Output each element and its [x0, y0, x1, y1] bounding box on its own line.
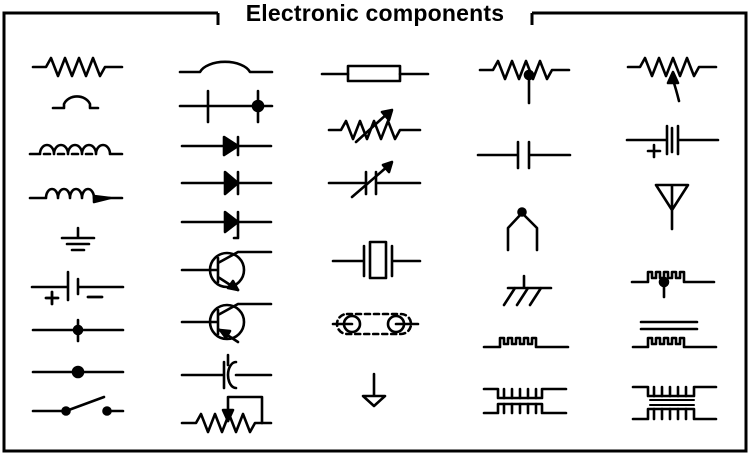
- resistor-symbol: [31, 56, 124, 78]
- transformer-iron-symbol: [631, 385, 718, 421]
- diode-zener-symbol: [180, 210, 273, 240]
- arrow-ground-symbol: [361, 372, 387, 408]
- capacitor-polarized-symbol: [625, 124, 720, 159]
- battery-symbol: [30, 270, 125, 306]
- quartz-crystal-symbol: [331, 240, 422, 280]
- rheostat-symbol: [180, 395, 273, 434]
- fuse-symbol: [51, 95, 100, 110]
- page-title: Electronic components: [222, 0, 528, 28]
- diode-symbol: [180, 135, 273, 157]
- switch-spst-symbol: [31, 395, 125, 416]
- antenna-symbol: [654, 183, 690, 231]
- junction-symbol: [31, 318, 125, 343]
- inductor-coil-symbol: [482, 336, 570, 349]
- crossing-junction-symbol: [178, 89, 274, 124]
- inductor-symbol: [28, 143, 124, 156]
- switch-open-symbol: [178, 60, 274, 74]
- transistor-npn-symbol: [180, 250, 273, 292]
- capacitor-symbol: [476, 140, 572, 170]
- transistor-pnp-symbol: [180, 302, 273, 344]
- outer-frame: [2, 11, 748, 453]
- diode-alt-symbol: [180, 170, 273, 196]
- variable-resistor-dot-symbol: [478, 59, 571, 105]
- junction-dot-symbol: [31, 365, 125, 379]
- ground-symbol: [60, 226, 96, 252]
- fork-terminal-symbol: [506, 207, 539, 252]
- relay-reed-symbol: [331, 312, 420, 336]
- trimmer-capacitor-symbol: [327, 160, 422, 199]
- potentiometer-symbol: [626, 56, 718, 103]
- variable-resistor-symbol: [327, 108, 422, 144]
- capacitor-electrolytic-symbol: [180, 353, 273, 390]
- inductor-core-symbol: [28, 187, 124, 204]
- transformer-core-symbol: [631, 320, 718, 349]
- chassis-ground-symbol: [502, 274, 553, 307]
- tapped-inductor-symbol: [630, 270, 716, 299]
- resistor-box-symbol: [320, 64, 430, 83]
- transformer-symbol: [482, 387, 568, 415]
